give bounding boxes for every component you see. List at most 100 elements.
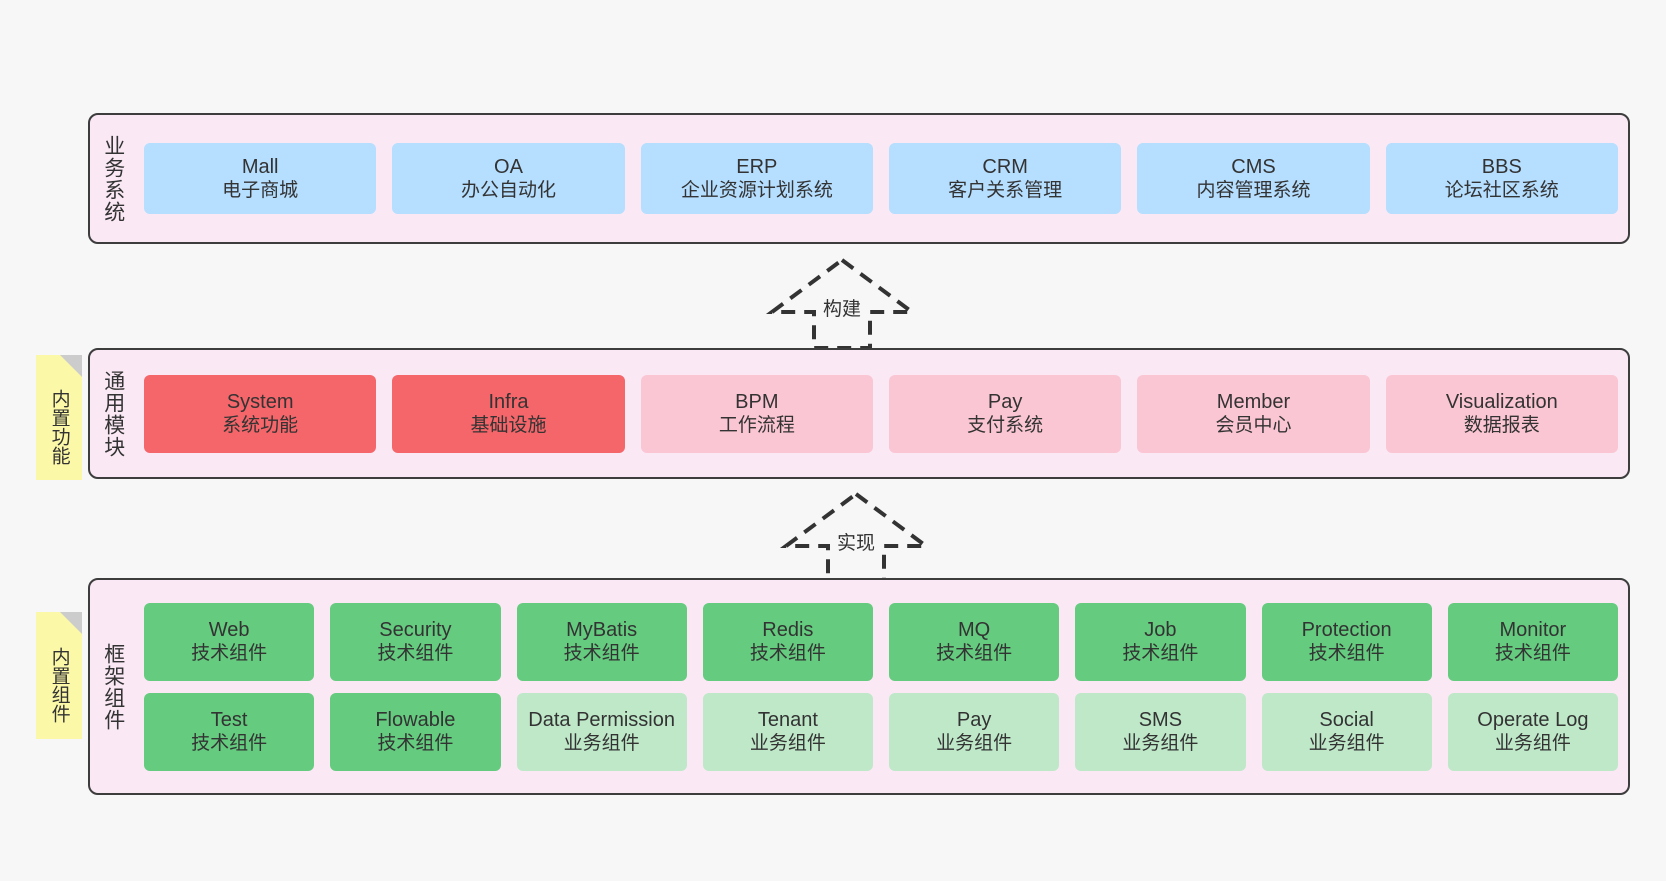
card-mybatis[interactable]: MyBatis 技术组件	[516, 602, 687, 681]
card-redis[interactable]: Redis 技术组件	[702, 602, 873, 681]
card-mall[interactable]: Mall 电子商城	[144, 143, 377, 214]
card-subtitle: 企业资源计划系统	[680, 180, 833, 202]
card-bbs[interactable]: BBS 论坛社区系统	[1385, 143, 1618, 214]
folded-corner-icon	[60, 355, 82, 377]
layer-title-framework: 框架组件	[101, 642, 125, 731]
card-monitor[interactable]: Monitor 技术组件	[1447, 602, 1618, 681]
card-flowable[interactable]: Flowable 技术组件	[330, 692, 501, 771]
layer-body-business: Mall 电子商城 OA 办公自动化 ERP 企业资源计划系统 CRM 客户关系…	[136, 115, 1628, 242]
card-title: CRM	[982, 155, 1028, 178]
card-row: Mall 电子商城 OA 办公自动化 ERP 企业资源计划系统 CRM 客户关系…	[144, 143, 1618, 214]
card-subtitle: 技术组件	[749, 643, 826, 665]
card-subtitle: 论坛社区系统	[1444, 180, 1559, 202]
card-title: Social	[1319, 708, 1374, 731]
layer-body-modules: System 系统功能 Infra 基础设施 BPM 工作流程 Pay 支付系统…	[136, 350, 1628, 477]
card-title: System	[226, 390, 294, 413]
card-data-permission[interactable]: Data Permission 业务组件	[516, 692, 687, 771]
layer-business-systems: 业务系统 Mall 电子商城 OA 办公自动化 ERP 企业资源计划系统 CRM…	[88, 113, 1630, 244]
card-subtitle: 技术组件	[1494, 643, 1571, 665]
card-title: CMS	[1231, 155, 1276, 178]
card-security[interactable]: Security 技术组件	[330, 602, 501, 681]
card-subtitle: 业务组件	[936, 733, 1013, 755]
card-title: Data Permission	[528, 708, 675, 731]
folded-corner-icon	[60, 612, 82, 634]
card-pay-module[interactable]: Pay 支付系统	[888, 374, 1122, 453]
layer-framework-components: 框架组件 Web 技术组件 Security 技术组件 MyBatis 技术组件…	[88, 578, 1630, 795]
card-subtitle: 办公自动化	[460, 180, 556, 202]
card-title: Monitor	[1499, 618, 1567, 641]
card-subtitle: 内容管理系统	[1196, 180, 1311, 202]
card-title: MyBatis	[566, 618, 638, 641]
card-subtitle: 客户关系管理	[948, 180, 1063, 202]
card-subtitle: 技术组件	[377, 643, 454, 665]
card-title: Redis	[762, 618, 814, 641]
card-subtitle: 电子商城	[222, 180, 299, 202]
card-infra[interactable]: Infra 基础设施	[392, 374, 625, 453]
card-title: MQ	[958, 618, 991, 641]
card-subtitle: 业务组件	[1494, 733, 1571, 755]
card-title: Security	[379, 618, 452, 641]
card-title: Flowable	[375, 708, 456, 731]
layer-body-framework: Web 技术组件 Security 技术组件 MyBatis 技术组件 Redi…	[136, 580, 1628, 793]
card-crm[interactable]: CRM 客户关系管理	[888, 143, 1122, 214]
arrow-label: 构建	[822, 299, 861, 320]
card-sms[interactable]: SMS 业务组件	[1075, 692, 1246, 771]
layer-common-modules: 通用模块 System 系统功能 Infra 基础设施 BPM 工作流程 Pay…	[88, 348, 1630, 479]
card-subtitle: 会员中心	[1215, 415, 1292, 437]
card-subtitle: 业务组件	[749, 733, 826, 755]
card-job[interactable]: Job 技术组件	[1075, 602, 1246, 681]
card-title: Mall	[241, 155, 279, 178]
implement-arrow: 实现	[766, 490, 946, 586]
card-erp[interactable]: ERP 企业资源计划系统	[640, 143, 873, 214]
card-subtitle: 基础设施	[470, 415, 547, 437]
card-subtitle: 技术组件	[377, 733, 454, 755]
card-mq[interactable]: MQ 技术组件	[889, 602, 1060, 681]
card-bpm[interactable]: BPM 工作流程	[640, 374, 873, 453]
card-row: System 系统功能 Infra 基础设施 BPM 工作流程 Pay 支付系统…	[144, 374, 1618, 453]
card-subtitle: 系统功能	[222, 415, 299, 437]
card-title: Infra	[488, 390, 529, 413]
card-title: Protection	[1301, 618, 1392, 641]
card-title: Operate Log	[1477, 708, 1589, 731]
card-row: Web 技术组件 Security 技术组件 MyBatis 技术组件 Redi…	[144, 602, 1618, 681]
card-title: BPM	[735, 390, 779, 413]
card-subtitle: 业务组件	[1122, 733, 1199, 755]
card-title: Tenant	[757, 708, 818, 731]
card-visualization[interactable]: Visualization 数据报表	[1385, 374, 1618, 453]
card-subtitle: 技术组件	[936, 643, 1013, 665]
card-cms[interactable]: CMS 内容管理系统	[1137, 143, 1370, 214]
layer-title-modules: 通用模块	[101, 369, 125, 458]
layer-title-business: 业务系统	[101, 134, 125, 223]
card-subtitle: 技术组件	[191, 733, 268, 755]
card-subtitle: 业务组件	[563, 733, 640, 755]
build-arrow: 构建	[752, 256, 932, 352]
card-title: Job	[1144, 618, 1177, 641]
card-protection[interactable]: Protection 技术组件	[1261, 602, 1432, 681]
card-system[interactable]: System 系统功能	[144, 374, 377, 453]
card-title: SMS	[1138, 708, 1183, 731]
sticky-note-builtin-components: 内置组件	[36, 612, 82, 739]
card-tenant[interactable]: Tenant 业务组件	[702, 692, 873, 771]
card-oa[interactable]: OA 办公自动化	[392, 143, 625, 214]
card-subtitle: 工作流程	[718, 415, 795, 437]
card-social[interactable]: Social 业务组件	[1261, 692, 1432, 771]
card-subtitle: 技术组件	[563, 643, 640, 665]
card-title: ERP	[736, 155, 778, 178]
card-subtitle: 技术组件	[191, 643, 268, 665]
card-row: Test 技术组件 Flowable 技术组件 Data Permission …	[144, 692, 1618, 771]
sticky-label: 内置组件	[48, 646, 70, 723]
card-title: Pay	[956, 708, 992, 731]
card-subtitle: 业务组件	[1308, 733, 1385, 755]
card-subtitle: 支付系统	[967, 415, 1044, 437]
card-subtitle: 数据报表	[1463, 415, 1540, 437]
card-member[interactable]: Member 会员中心	[1137, 374, 1370, 453]
card-title: Visualization	[1445, 390, 1558, 413]
card-operate-log[interactable]: Operate Log 业务组件	[1447, 692, 1618, 771]
card-web[interactable]: Web 技术组件	[144, 602, 315, 681]
card-title: BBS	[1481, 155, 1522, 178]
card-pay-component[interactable]: Pay 业务组件	[889, 692, 1060, 771]
card-test[interactable]: Test 技术组件	[144, 692, 315, 771]
card-title: Pay	[987, 390, 1023, 413]
card-title: Member	[1216, 390, 1291, 413]
